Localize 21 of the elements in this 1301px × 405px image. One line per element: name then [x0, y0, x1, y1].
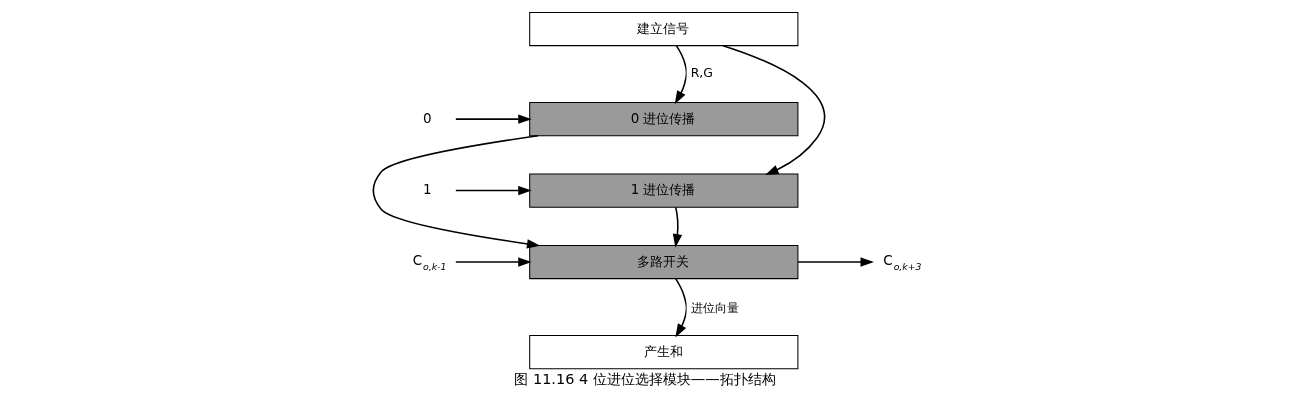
node-text: 1 — [423, 182, 432, 198]
arrow — [455, 257, 532, 267]
arrow — [675, 278, 688, 338]
arrow — [672, 206, 683, 248]
edge-label: 进位向量 — [691, 299, 740, 315]
arrow — [455, 185, 532, 196]
edge-label: R,G — [690, 64, 713, 80]
node-text: C$_{o,k-1}$ — [412, 252, 447, 273]
arrow — [722, 44, 826, 175]
arrow — [455, 114, 532, 124]
arrow — [797, 257, 874, 267]
node-text: C$_{o,k+3}$ — [883, 252, 922, 273]
node-box: 0 进位传播 — [529, 102, 799, 137]
node-box: 产生和 — [529, 335, 799, 370]
node-box: 建立信号 — [529, 11, 799, 47]
arrow — [372, 134, 541, 249]
node-box: 1 进位传播 — [529, 173, 799, 208]
node-box: 多路开关 — [529, 244, 799, 280]
node-text: 0 — [423, 110, 432, 126]
caption: 图 11.16 4 位进位选择模块——拓扑结构 — [514, 371, 776, 388]
arrow — [674, 45, 688, 105]
